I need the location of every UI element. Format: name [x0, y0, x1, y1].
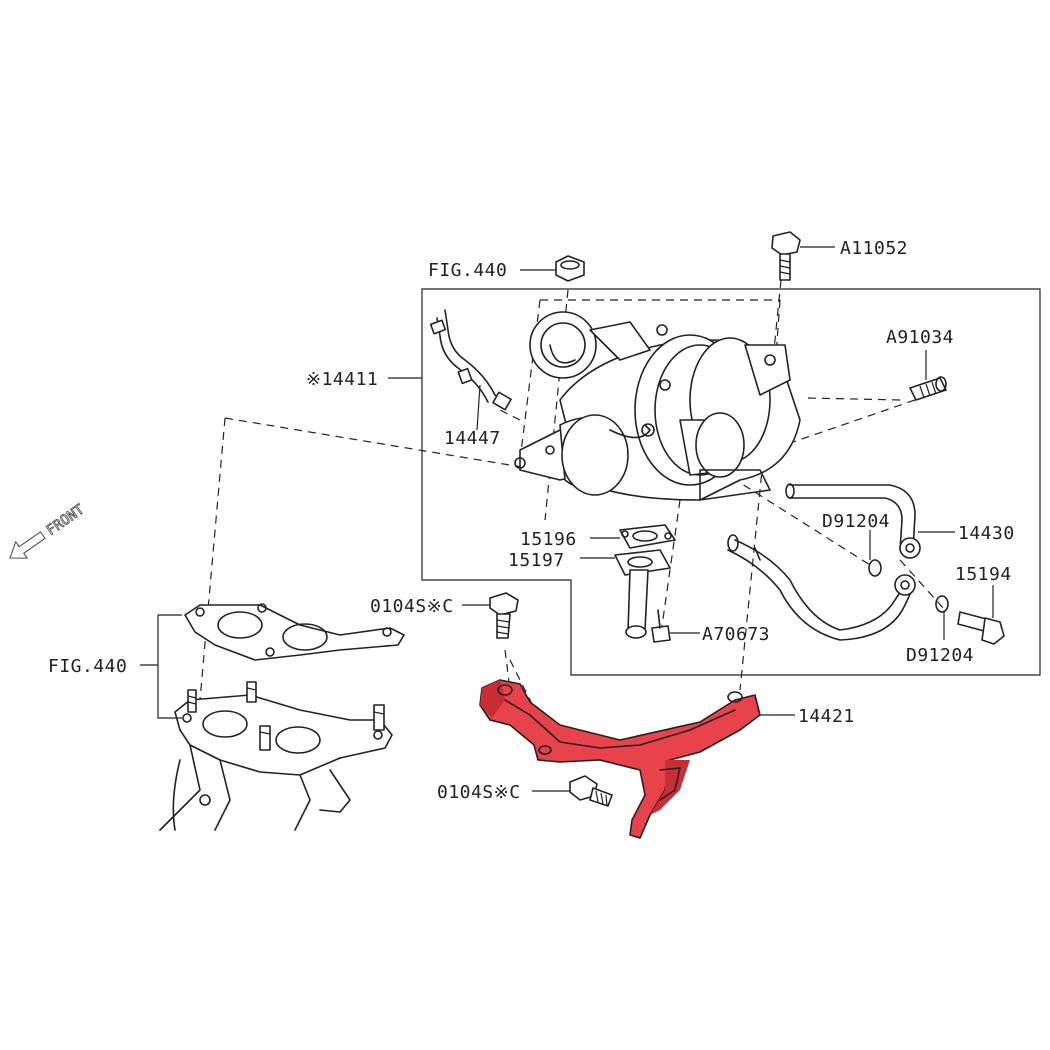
label-14430: 14430	[958, 523, 1015, 544]
label-fig440-top: FIG.440	[428, 260, 507, 281]
bolt-0104sc-bottom	[532, 775, 613, 807]
label-14447: 14447	[444, 428, 501, 449]
label-14411: ※14411	[306, 369, 378, 390]
bolt-0104sc-top	[462, 592, 519, 639]
washer-d91204-bottom	[935, 595, 949, 640]
oil-return-15197	[580, 549, 671, 639]
stud-a91034	[909, 350, 947, 401]
label-0104sc-bottom: 0104S※C	[437, 782, 521, 803]
bolt-a11052	[771, 231, 835, 281]
label-a11052: A11052	[840, 238, 908, 259]
front-label: FRONT	[44, 501, 88, 539]
label-d91204-top: D91204	[822, 511, 890, 532]
label-15197: 15197	[508, 550, 565, 571]
gasket-15196	[590, 524, 676, 549]
nut-fig440-top	[520, 255, 585, 282]
label-14421: 14421	[798, 706, 855, 727]
union-bolt-15194	[957, 585, 1005, 645]
label-a70673: A70673	[702, 624, 770, 645]
part-labels: FIG.440 A11052 A91034 ※14411 14447 15196…	[48, 238, 1015, 803]
front-arrow-icon: FRONT	[9, 501, 88, 559]
oil-pipe-14447	[429, 309, 512, 431]
label-15196: 15196	[520, 529, 577, 550]
bolt-a70673	[651, 609, 700, 643]
label-15194: 15194	[955, 564, 1012, 585]
exhaust-manifold	[159, 681, 393, 831]
label-fig440-left: FIG.440	[48, 656, 127, 677]
washer-d91204-top	[868, 530, 882, 577]
label-0104sc-top: 0104S※C	[370, 596, 454, 617]
bracket-14421	[479, 679, 795, 839]
label-a91034: A91034	[886, 327, 954, 348]
fig440-bracket-leader	[140, 614, 182, 719]
turbocharger	[514, 311, 801, 501]
exhaust-gasket-fig440	[184, 603, 405, 661]
label-d91204-bottom: D91204	[906, 645, 974, 666]
water-pipe-14430	[727, 483, 955, 641]
assembly-frame	[421, 288, 1041, 676]
